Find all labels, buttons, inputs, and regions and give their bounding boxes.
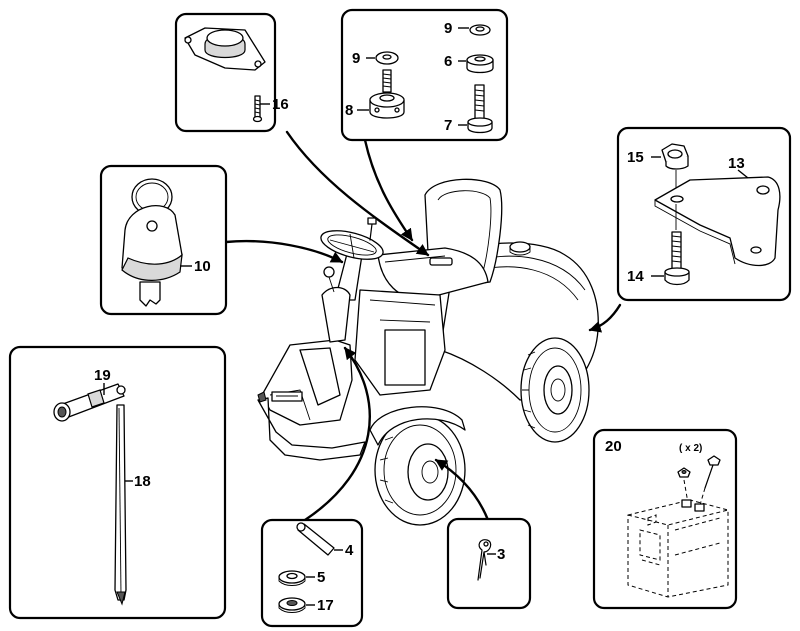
callout-5: 5 — [317, 569, 325, 586]
box-parts-13-15: 15 13 14 — [616, 126, 792, 302]
box-part-3: 3 — [446, 517, 532, 610]
callout-9-right: 9 — [444, 20, 452, 37]
box-part-10: 10 — [99, 164, 228, 316]
callout-13: 13 — [728, 155, 745, 172]
callout-15: 15 — [627, 149, 644, 166]
callout-4: 4 — [345, 542, 354, 559]
callout-20: 20 — [605, 438, 622, 455]
box-parts-4-5-17: 4 5 17 — [260, 518, 364, 628]
callout-17: 17 — [317, 597, 334, 614]
callout-19: 19 — [94, 367, 111, 384]
lawn-tractor — [257, 178, 599, 526]
box-parts-6-9: 9 8 9 6 7 — [340, 8, 509, 142]
box-part-20: 20 ( x 2) — [592, 428, 738, 610]
box-part-16: 16 — [174, 12, 289, 133]
callout-6: 6 — [444, 53, 452, 70]
callout-9-left: 9 — [352, 50, 360, 67]
callout-16: 16 — [272, 96, 289, 113]
callout-14: 14 — [627, 268, 644, 285]
callout-8: 8 — [345, 102, 353, 119]
callout-3: 3 — [497, 546, 505, 563]
box-parts-18-19: 19 18 — [8, 345, 227, 620]
leader-arrows — [224, 130, 622, 522]
callout-7: 7 — [444, 117, 452, 134]
callout-18: 18 — [134, 473, 151, 490]
battery-quantity: ( x 2) — [679, 443, 702, 454]
callout-10: 10 — [194, 258, 211, 275]
